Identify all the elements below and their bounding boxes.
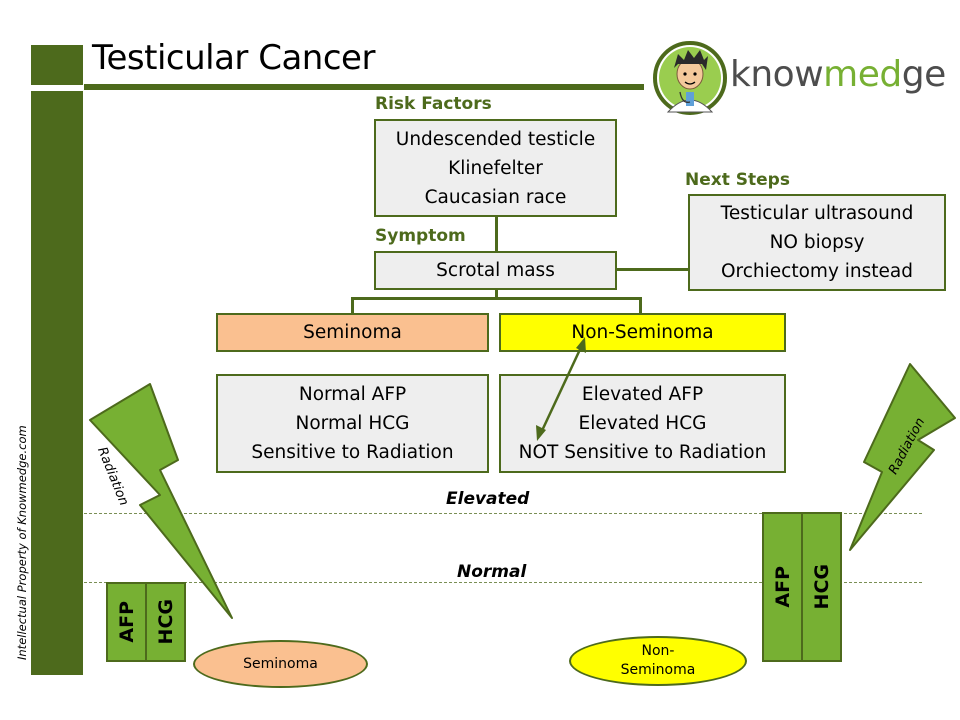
risk-factors-label: Risk Factors	[375, 94, 492, 114]
non-seminoma-label: Non-Seminoma	[571, 322, 714, 343]
seminoma-type-box: Seminoma	[216, 313, 489, 352]
title-rule	[84, 84, 644, 90]
connector-symptom-down	[495, 289, 498, 299]
connector-branch	[351, 297, 642, 300]
symptom-box: Scrotal mass	[374, 251, 617, 290]
hcg-label: HCG	[810, 564, 833, 610]
symptom-label: Symptom	[375, 226, 466, 246]
next-step-item: NO biopsy	[769, 232, 865, 253]
copyright-text: Intellectual Property of Knowmedge.com	[15, 425, 29, 661]
elevated-label: Elevated	[446, 489, 530, 509]
elevated-line	[84, 513, 922, 514]
risk-factor-item: Caucasian race	[424, 186, 567, 208]
doctor-avatar-icon	[653, 41, 727, 115]
afp-bar-right: AFP	[762, 512, 803, 662]
seminoma-feature: Normal AFP	[298, 384, 407, 405]
page-title: Testicular Cancer	[92, 38, 375, 78]
non-seminoma-type-box: Non-Seminoma	[499, 313, 786, 352]
afp-bar-left: AFP	[106, 582, 147, 662]
hcg-bar-right: HCG	[801, 512, 842, 662]
connector-branch-left	[351, 297, 354, 314]
next-step-item: Testicular ultrasound	[720, 203, 914, 224]
seminoma-label: Seminoma	[303, 322, 402, 343]
hcg-label: HCG	[154, 599, 177, 645]
risk-factor-item: Klinefelter	[448, 157, 543, 179]
seminoma-feature: Normal HCG	[295, 413, 410, 434]
seminoma-feature: Sensitive to Radiation	[251, 442, 454, 463]
logo-wordmark: knowmedge	[730, 54, 946, 95]
next-step-item: Orchiectomy instead	[721, 261, 913, 282]
risk-factor-item: Undescended testicle	[395, 128, 596, 150]
non-seminoma-ellipse: Non- Seminoma	[569, 636, 747, 686]
connector-branch-right	[639, 297, 642, 314]
non-seminoma-feature: Elevated AFP	[581, 384, 704, 405]
header-block	[31, 45, 83, 85]
non-seminoma-feature: NOT Sensitive to Radiation	[518, 442, 767, 463]
next-steps-box: Testicular ultrasound NO biopsy Orchiect…	[688, 194, 946, 291]
normal-label: Normal	[457, 562, 527, 582]
afp-label: AFP	[115, 601, 138, 643]
afp-label: AFP	[771, 566, 794, 608]
radiation-label-left: Radiation	[94, 445, 132, 508]
non-seminoma-features-box: Elevated AFP Elevated HCG NOT Sensitive …	[499, 374, 786, 473]
radiation-label-right: Radiation	[886, 415, 929, 478]
normal-line	[84, 582, 922, 583]
next-steps-label: Next Steps	[685, 170, 790, 190]
seminoma-features-box: Normal AFP Normal HCG Sensitive to Radia…	[216, 374, 489, 473]
connector-risk-symptom	[495, 216, 498, 252]
non-seminoma-feature: Elevated HCG	[578, 413, 707, 434]
hcg-bar-left: HCG	[145, 582, 186, 662]
symptom-text: Scrotal mass	[436, 260, 555, 281]
sidebar-bar	[31, 91, 83, 675]
connector-symptom-nextsteps	[616, 268, 689, 271]
logo: knowmedge	[652, 40, 946, 115]
seminoma-ellipse: Seminoma	[193, 640, 368, 688]
risk-factors-box: Undescended testicle Klinefelter Caucasi…	[374, 119, 617, 217]
